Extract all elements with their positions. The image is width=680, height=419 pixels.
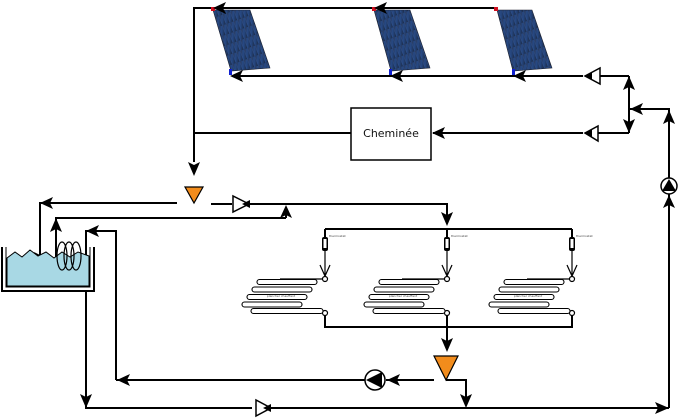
heating-supply-pipe [250, 203, 448, 223]
flow-arrow [441, 212, 453, 226]
circulation-pump-right[interactable] [660, 177, 678, 195]
check-valve-tank-return[interactable] [232, 194, 251, 214]
coil-label: plancher chauffant [389, 294, 418, 298]
solar-panel-3 [494, 7, 553, 75]
flow-arrows-solar [213, 2, 526, 82]
floor-heating-coil: plancher chauffant [241, 278, 324, 315]
flow-arrow [117, 374, 130, 386]
thermostat-label: thermostat [329, 234, 346, 238]
three-way-valve-top[interactable] [183, 186, 205, 205]
hot-connector [494, 7, 498, 11]
flow-arrow [80, 394, 92, 408]
coil-return-pipe [50, 205, 292, 265]
cold-connector [512, 69, 515, 75]
flow-arrow [441, 338, 453, 352]
thermostat-icon[interactable]: thermostat [569, 234, 593, 251]
coil-label: plancher chauffant [514, 294, 543, 298]
heat-exchanger-coil-icon [56, 241, 82, 271]
floor-heating-coil: plancher chauffant [488, 278, 571, 315]
solar-supply-pipe [193, 7, 583, 162]
chimney-label: Cheminée [363, 127, 419, 140]
cold-connector [389, 69, 392, 75]
inlet-node [443, 275, 451, 283]
check-valve-bottom[interactable] [255, 398, 273, 418]
solar-panel-1 [211, 7, 271, 75]
thermostat-label: thermostat [451, 234, 468, 238]
solar-panel-2 [372, 7, 431, 75]
coil-inlet-pipe [85, 225, 117, 380]
heating-distribution-header [324, 228, 573, 345]
cold-connector [229, 69, 232, 75]
inlet-node [568, 275, 576, 283]
thermostat-icon[interactable]: thermostat [444, 234, 468, 251]
hot-connector [372, 7, 376, 11]
floor-heating-zone-3: thermostat plancher chauffant [488, 234, 593, 317]
circulation-pump-bottom[interactable] [364, 369, 386, 391]
valve-outlet-pipes [386, 374, 472, 408]
tank-outlet-pipe [85, 291, 252, 409]
flow-arrow [188, 162, 200, 176]
return-manifold [623, 76, 675, 408]
storage-tank[interactable] [1, 247, 95, 292]
coil-label: plancher chauffant [267, 294, 296, 298]
hot-connector [211, 7, 215, 11]
check-valve-chimney[interactable] [583, 124, 629, 143]
floor-heating-zone-1: thermostat plancher chauffant [241, 234, 346, 317]
floor-heating-coil: plancher chauffant [363, 278, 446, 315]
flow-arrow [432, 127, 445, 139]
floor-heating-zone-2: thermostat plancher chauffant [363, 234, 468, 317]
check-valve-solar[interactable] [583, 66, 629, 86]
inlet-node [321, 275, 329, 283]
thermostat-label: thermostat [576, 234, 593, 238]
three-way-valve-bottom[interactable] [433, 355, 459, 382]
flow-arrow [655, 402, 669, 414]
thermostat-icon[interactable]: thermostat [322, 234, 346, 251]
chimney-box[interactable]: Cheminée [350, 107, 432, 161]
